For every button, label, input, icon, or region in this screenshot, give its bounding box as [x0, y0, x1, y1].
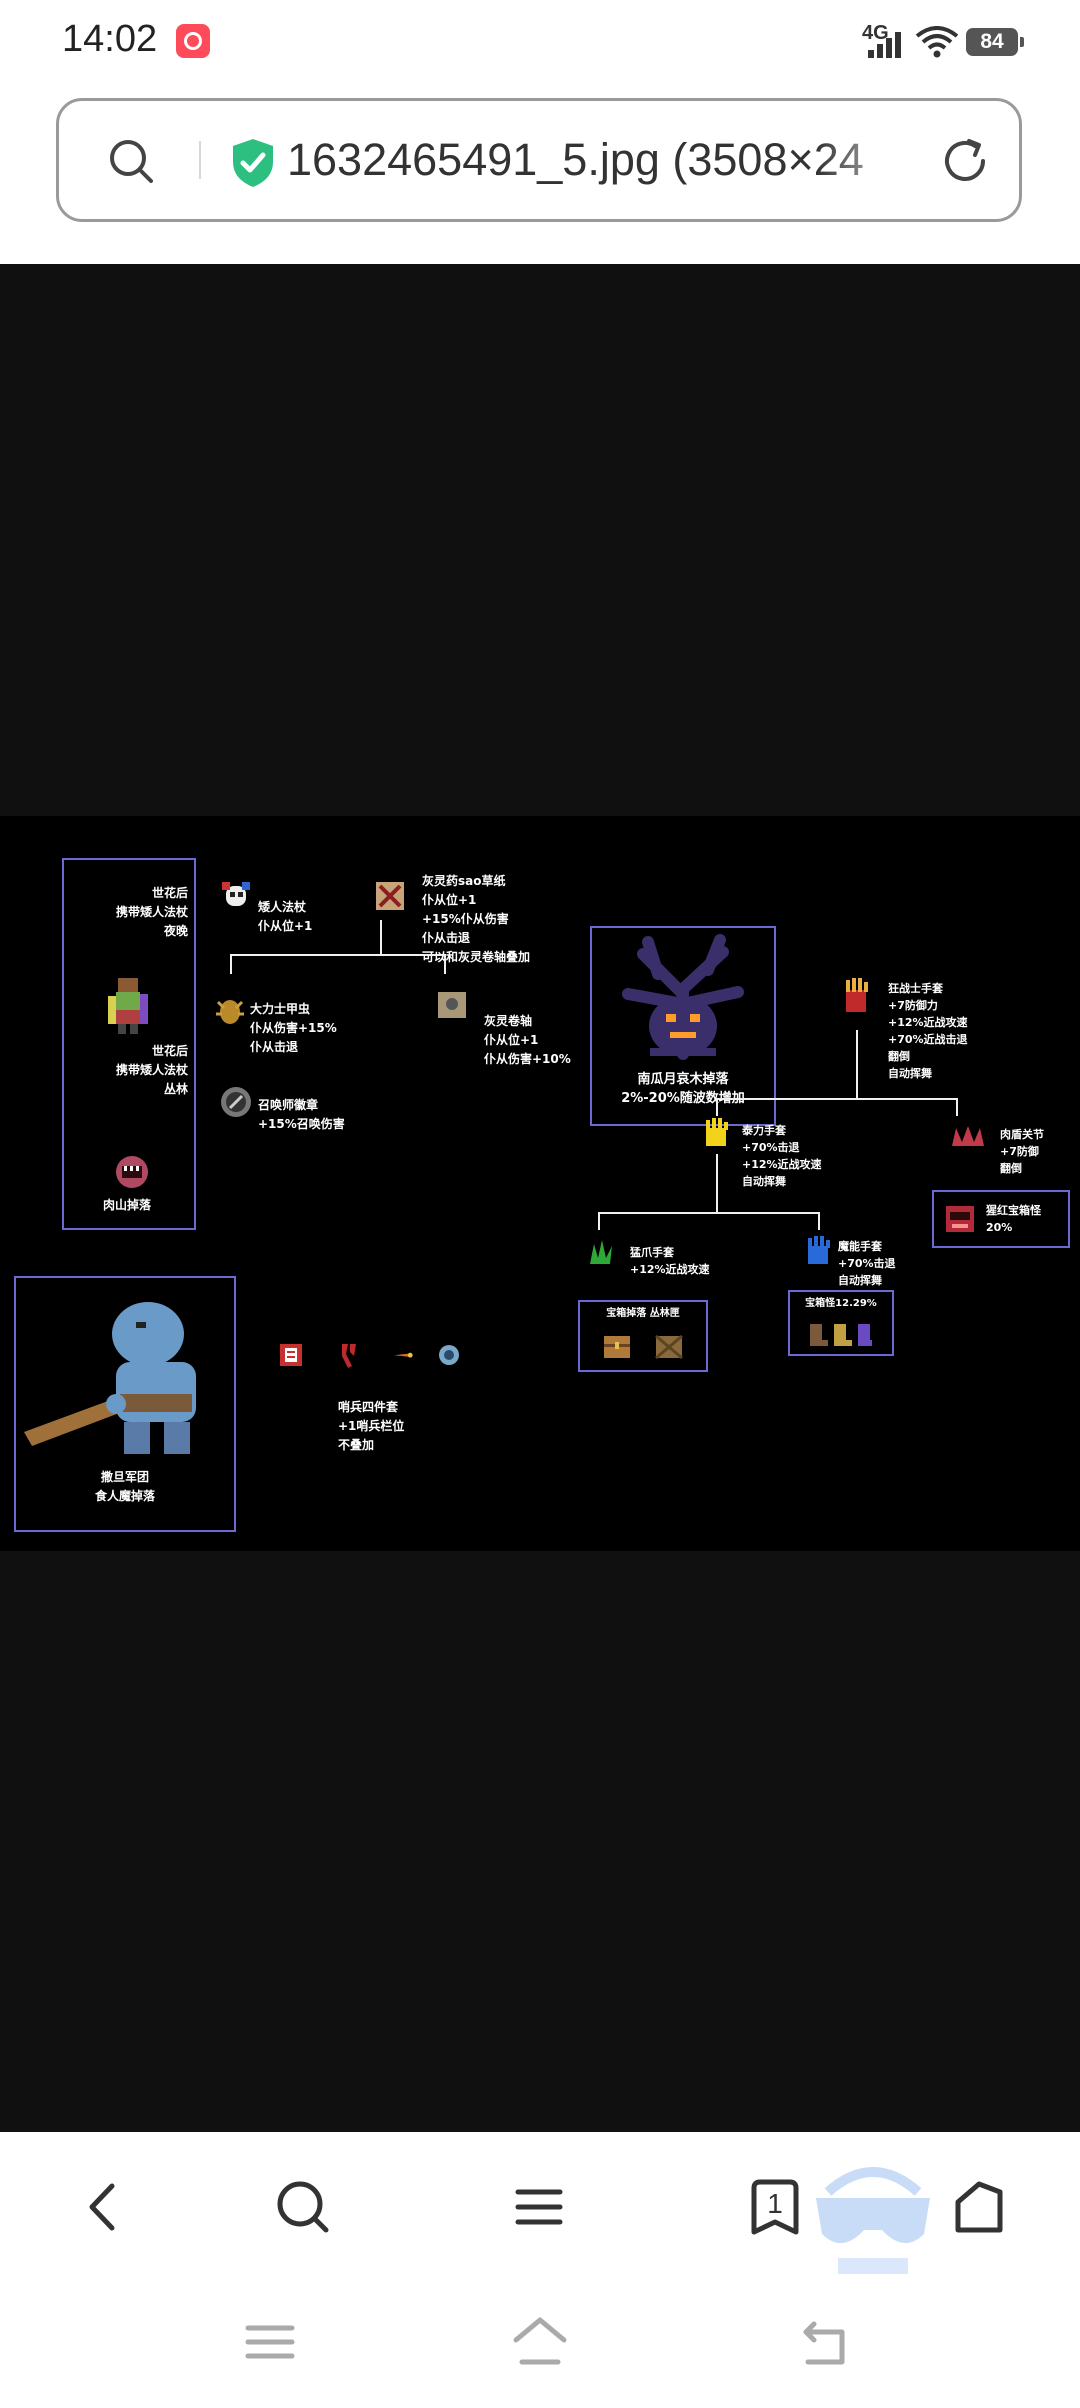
item2-text: 灰灵药sao草纸 仆从位+1 +15%仆从伤害 仆从击退 可以和灰灵卷轴叠加 — [422, 874, 531, 964]
tree-line — [956, 1098, 958, 1116]
necromantic-scroll-icon — [438, 992, 466, 1018]
wall-of-flesh-icon — [116, 1156, 148, 1188]
home-icon[interactable] — [944, 2172, 1014, 2242]
chest-drop-box — [578, 1300, 708, 1372]
titan-glove-icon — [808, 1236, 830, 1264]
back-icon[interactable] — [68, 2172, 138, 2242]
ogre-drop-text: 撒旦军团 食人魔掉落 — [94, 1470, 155, 1503]
wooden-chest-icon — [604, 1336, 630, 1358]
search-icon[interactable] — [107, 137, 155, 185]
crimson-mimic-text: 猩红宝箱怪 20% — [986, 1204, 1041, 1234]
recent-apps-icon[interactable] — [240, 2312, 300, 2372]
tabs-outline-icon — [751, 2179, 799, 2235]
network-label: 4G — [862, 22, 889, 44]
power-glove-text: 泰力手套 +70%击退 +12%近战攻速 自动挥舞 — [742, 1124, 822, 1188]
berserker-glove-icon — [846, 978, 868, 1012]
address-bar[interactable]: 1632465491_5.jpg (3508×24 — [56, 98, 1022, 222]
item5-text: 召唤师徽章 +15%召唤伤害 — [258, 1098, 345, 1131]
feral-claws-text: 猛爪手套 +12%近战攻速 — [630, 1246, 710, 1276]
battery-icon: 84 — [966, 28, 1024, 56]
berserker-glove-text: 狂战士手套 +7防御力 +12%近战攻速 +70%近战击退 翻倒 自动挥舞 — [888, 982, 968, 1080]
jungle-crate-icon — [655, 1334, 683, 1360]
plantera-night-text: 世花后 携带矮人法杖 夜晚 — [115, 886, 188, 938]
tree-line — [716, 1098, 958, 1100]
system-gesture-bar — [0, 2282, 1080, 2408]
address-bar-area: 1632465491_5.jpg (3508×24 — [0, 86, 1080, 264]
beetle-icon — [216, 1000, 244, 1024]
vr-glasses-icon — [816, 2167, 930, 2274]
squire-shield-icon — [342, 1344, 356, 1368]
address-divider — [199, 141, 201, 179]
mourning-wood-box — [590, 926, 776, 1126]
home-gesture-icon[interactable] — [510, 2312, 570, 2372]
menu-icon[interactable] — [504, 2172, 574, 2242]
tree-line — [380, 920, 382, 956]
plantera-forest-text: 世花后 携带矮人法杖 丛林 — [115, 1044, 188, 1096]
tree-line — [598, 1212, 600, 1230]
item3-text: 大力士甲虫 仆从伤害+15% 仆从击退 — [250, 1002, 337, 1054]
wall-drop-text: 肉山掉落 — [102, 1198, 151, 1212]
flesh-knuckles-icon — [952, 1126, 984, 1146]
tree-line — [444, 954, 446, 974]
tabs-count: 1 — [767, 2188, 783, 2219]
plantera-drop-box — [62, 858, 196, 1230]
status-bar: 14:02 4G 84 — [0, 0, 1080, 86]
tree-line — [716, 1154, 718, 1214]
mourning-wood-text: 南瓜月哀木掉落 2%-20%随波数增加 — [621, 1072, 745, 1106]
item4-text: 灰灵卷轴 仆从位+1 仆从伤害+10% — [484, 1014, 571, 1066]
tree-line — [856, 1030, 858, 1100]
reload-icon[interactable] — [939, 135, 991, 187]
mimic-drop-text: 宝箱怪12.29% — [805, 1298, 877, 1309]
displayed-image: 世花后 携带矮人法杖 夜晚 世花后 携带矮人法杖 丛林 肉山掉落 — [0, 816, 1080, 1551]
sentry-accessories-text: 哨兵四件套 +1哨兵栏位 不叠加 — [338, 1400, 405, 1452]
tree-line — [598, 1212, 820, 1214]
goblin-sprite-icon — [108, 978, 148, 1034]
url-text[interactable]: 1632465491_5.jpg (3508×24 — [287, 129, 927, 191]
signal-icon — [868, 32, 901, 58]
mimic-drop-box — [788, 1290, 894, 1356]
imp-staff-skull-icon — [222, 882, 250, 906]
summoner-scroll-icon — [376, 882, 404, 910]
summoner-emblem-icon — [221, 1087, 251, 1117]
ogre-sprite-icon — [24, 1302, 196, 1454]
tabs-icon[interactable]: 1 — [740, 2172, 810, 2242]
tree-line — [716, 1098, 718, 1116]
image-viewer[interactable]: 世花后 携带矮人法杖 夜晚 世花后 携带矮人法杖 丛林 肉山掉落 — [0, 264, 1080, 2132]
chest-drop-text: 宝箱掉落 丛林匣 — [606, 1308, 680, 1319]
mimic-boots-icon — [810, 1324, 872, 1346]
monk-belt-icon — [439, 1345, 459, 1365]
tree-line — [818, 1212, 820, 1230]
feral-claws-icon — [590, 1240, 612, 1264]
tree-line — [230, 954, 446, 956]
search-icon[interactable] — [268, 2172, 338, 2242]
app-notification-icon — [176, 24, 210, 58]
browser-bottom-nav: 1 — [0, 2132, 1080, 2282]
wifi-icon — [915, 26, 959, 58]
item1-text: 矮人法杖 仆从位+1 — [258, 900, 313, 933]
tree-line — [230, 954, 232, 974]
crimson-mimic-icon — [946, 1206, 974, 1232]
ogre-box — [14, 1276, 236, 1532]
back-gesture-icon[interactable] — [796, 2312, 856, 2372]
titan-glove-text: 魔能手套 +70%击退 自动挥舞 — [838, 1240, 896, 1287]
huntress-buckler-icon — [394, 1352, 413, 1358]
mourning-wood-icon — [622, 934, 744, 1060]
apprentice-scarf-icon — [280, 1344, 302, 1366]
power-glove-icon — [706, 1118, 728, 1146]
secure-shield-icon — [233, 139, 273, 187]
flesh-knuckles-text: 肉盾关节 +7防御 翻倒 — [1000, 1128, 1044, 1175]
crimson-mimic-box — [932, 1190, 1070, 1248]
status-time: 14:02 — [62, 18, 158, 60]
